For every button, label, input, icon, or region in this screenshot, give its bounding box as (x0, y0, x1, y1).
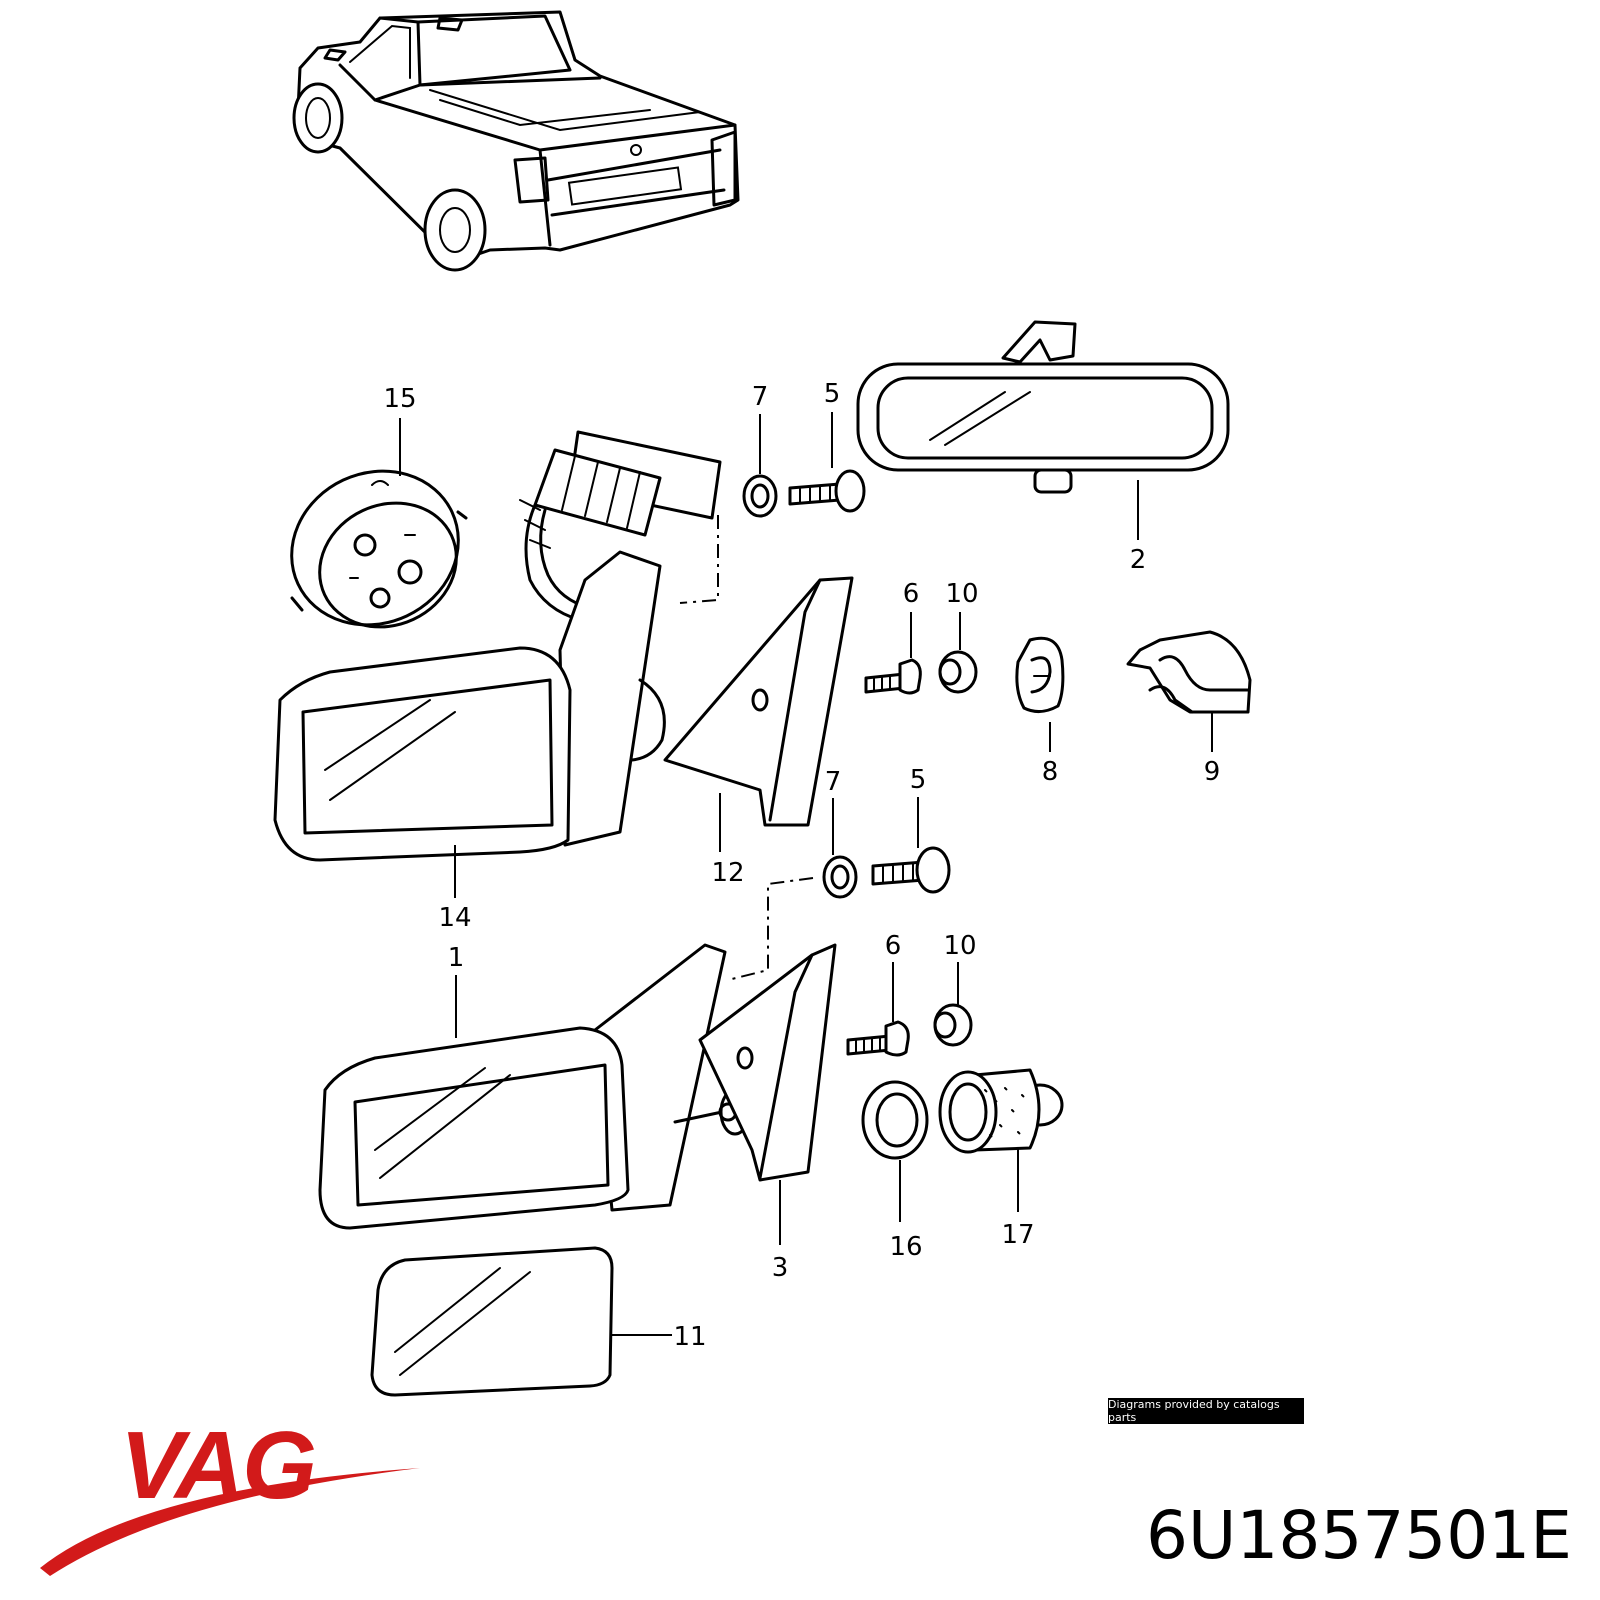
part-16-retaining-ring (861, 1080, 929, 1160)
callout-15: 15 (383, 384, 416, 414)
part-5-screw-upper (788, 469, 866, 513)
callout-7-upper: 7 (752, 382, 769, 412)
callout-8: 8 (1042, 757, 1059, 787)
part-6-screw-upper (864, 658, 922, 695)
callout-leader-lines (399, 412, 1213, 1336)
callout-11: 11 (673, 1322, 706, 1352)
part-8-clip (1015, 636, 1065, 713)
part-7-washer-lower (822, 855, 858, 899)
callout-9: 9 (1204, 757, 1221, 787)
callout-12: 12 (711, 858, 744, 888)
wiring-connector (519, 430, 722, 627)
vag-logo: VAG (40, 1418, 420, 1576)
part-17-adjuster-knob (938, 1068, 1064, 1154)
part-7-washer-upper (742, 474, 778, 518)
part-number: 6U1857501E (1146, 1497, 1572, 1574)
part-1-exterior-mirror-assembly (318, 943, 751, 1230)
lower-mount-leader (727, 877, 814, 981)
part-11-mirror-glass (370, 1246, 614, 1397)
part-2-interior-mirror (856, 320, 1230, 494)
callout-6-lower: 6 (885, 931, 902, 961)
part-12-trim-cover (663, 576, 854, 827)
part-3-trim-cover (698, 943, 837, 1182)
part-15-mirror-motor-carrier (290, 469, 468, 629)
pickup-truck-illustration (292, 10, 740, 272)
callout-3: 3 (772, 1253, 789, 1283)
callout-16: 16 (889, 1232, 922, 1262)
callout-5-lower: 5 (910, 765, 927, 795)
part-5-screw-lower (871, 846, 951, 894)
callout-2: 2 (1130, 545, 1147, 575)
part-14-exterior-mirror-left (273, 550, 666, 862)
logo-wordmark: VAG (120, 1418, 315, 1519)
part-6-screw-lower (846, 1020, 910, 1057)
part-9-bracket (1126, 630, 1252, 714)
callout-14: 14 (438, 903, 471, 933)
callout-numbers: 15 7 5 2 6 10 8 9 7 5 12 14 6 10 1 17 16… (383, 379, 1220, 1352)
part-10-grommet-upper (938, 650, 978, 694)
callout-6-upper: 6 (903, 579, 920, 609)
callout-10-lower: 10 (943, 931, 976, 961)
callout-5-upper: 5 (824, 379, 841, 409)
callout-7-lower: 7 (825, 767, 842, 797)
part-10-grommet-lower (933, 1003, 973, 1047)
callout-10-upper: 10 (945, 579, 978, 609)
connector-leader (679, 515, 719, 604)
callout-17: 17 (1001, 1220, 1034, 1250)
callout-1: 1 (448, 943, 465, 973)
diagram-credit-label: Diagrams provided by catalogs parts (1108, 1398, 1304, 1424)
